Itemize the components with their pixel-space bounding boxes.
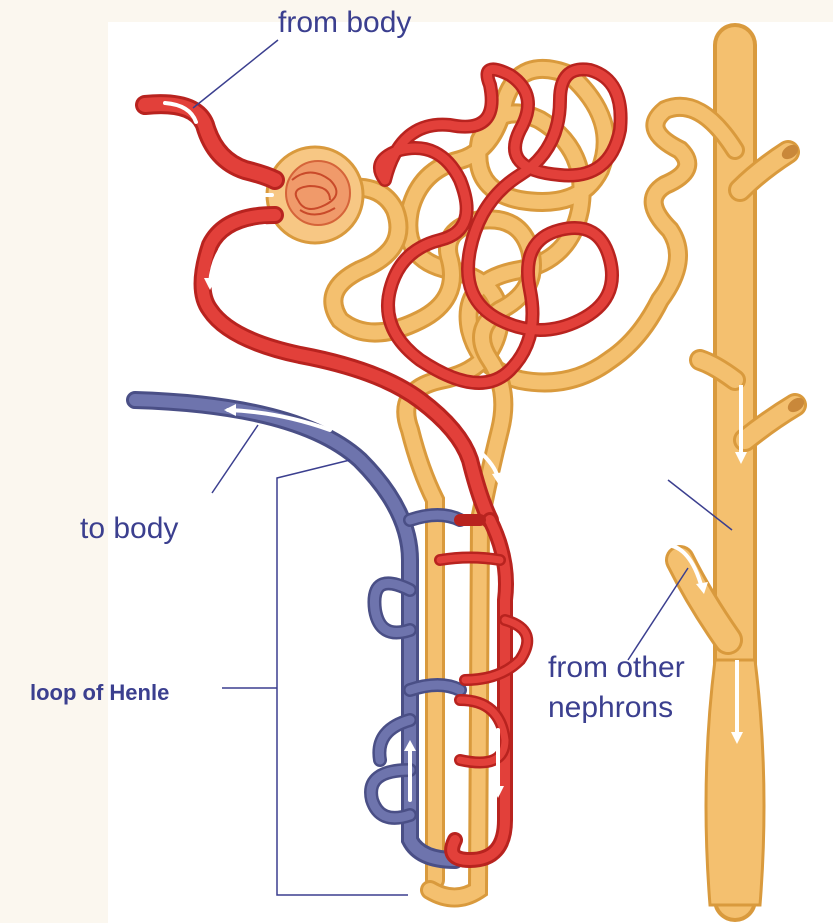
label-to-body: to body [80, 512, 178, 546]
label-from-body: from body [278, 6, 411, 40]
glomerulus [267, 147, 363, 243]
label-from-other-line2: nephrons [548, 688, 685, 728]
label-from-other-line1: from other [548, 648, 685, 688]
label-loop-of-henle: loop of Henle [30, 680, 169, 706]
label-from-other-nephrons: from other nephrons [548, 648, 685, 728]
